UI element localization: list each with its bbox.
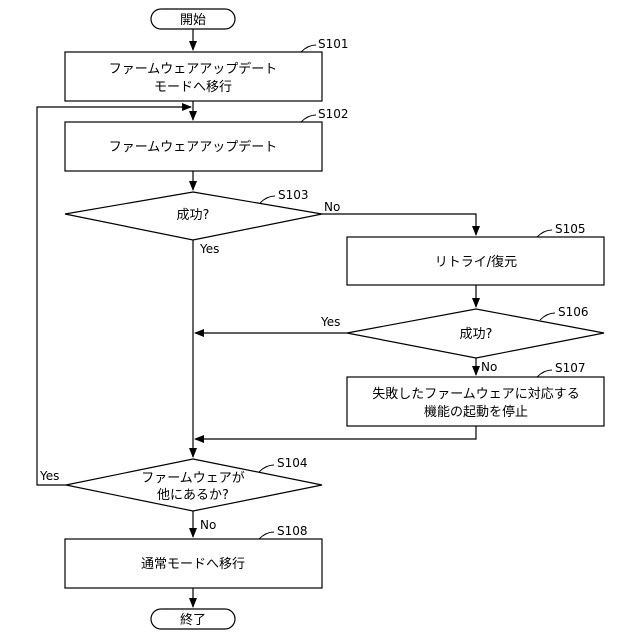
step-s105-text: リトライ/復元 bbox=[435, 254, 517, 270]
step-s102: ファームウェアアップデート S102 bbox=[65, 107, 349, 171]
step-s102-text: ファームウェアアップデート bbox=[109, 139, 278, 155]
step-s107-text-line2: 機能の起動を停止 bbox=[424, 404, 528, 420]
step-s105-leader bbox=[537, 230, 552, 237]
decision-s104-yes-label: Yes bbox=[39, 469, 59, 483]
end-terminal: 終了 bbox=[151, 609, 235, 629]
decision-s106-text: 成功? bbox=[460, 327, 493, 342]
step-s101: ファームウェアアップデート モードへ移行 S101 bbox=[65, 37, 349, 101]
step-s107-text-line1: 失敗したファームウェアに対応する bbox=[372, 387, 580, 402]
decision-s106-leader bbox=[540, 313, 555, 320]
decision-s103-id: S103 bbox=[278, 188, 309, 202]
connectors bbox=[37, 29, 476, 607]
step-s108-id: S108 bbox=[277, 524, 308, 538]
decision-s106-id: S106 bbox=[558, 305, 589, 319]
step-s101-id: S101 bbox=[318, 37, 349, 51]
decision-s104-leader bbox=[259, 465, 274, 472]
step-s101-text-line2: モードへ移行 bbox=[154, 80, 232, 95]
step-s105-id: S105 bbox=[555, 222, 586, 236]
decision-s103-leader bbox=[260, 196, 275, 203]
arrow-s107-to-main bbox=[195, 426, 476, 439]
decision-s104-no-label: No bbox=[200, 518, 216, 532]
step-s102-id: S102 bbox=[318, 107, 349, 121]
decision-s106-no-label: No bbox=[481, 360, 497, 374]
start-terminal: 開始 bbox=[151, 9, 235, 29]
step-s102-leader bbox=[301, 115, 316, 122]
step-s108-leader bbox=[259, 532, 274, 539]
end-label: 終了 bbox=[180, 612, 206, 628]
decision-s104-text-line1: ファームウェアが bbox=[141, 471, 245, 486]
decision-s106-yes-label: Yes bbox=[320, 315, 340, 329]
decision-s103-text: 成功? bbox=[177, 208, 210, 223]
arrow-s103-no-to-s105 bbox=[322, 214, 476, 235]
decision-s104-id: S104 bbox=[277, 456, 308, 470]
decision-s103-yes-label: Yes bbox=[199, 242, 219, 256]
decision-s103-no-label: No bbox=[324, 200, 340, 214]
step-s107-id: S107 bbox=[555, 361, 586, 375]
step-s101-text-line1: ファームウェアアップデート bbox=[109, 61, 278, 77]
start-label: 開始 bbox=[180, 13, 206, 28]
step-s107-leader bbox=[537, 370, 552, 377]
decision-s104-text-line2: 他にあるか? bbox=[157, 488, 229, 503]
step-s101-leader bbox=[301, 45, 316, 52]
decision-s103: 成功? S103 No Yes bbox=[65, 188, 340, 256]
decision-s104: ファームウェアが 他にあるか? S104 Yes No bbox=[39, 456, 322, 532]
step-s108-text: 通常モードへ移行 bbox=[141, 557, 245, 572]
